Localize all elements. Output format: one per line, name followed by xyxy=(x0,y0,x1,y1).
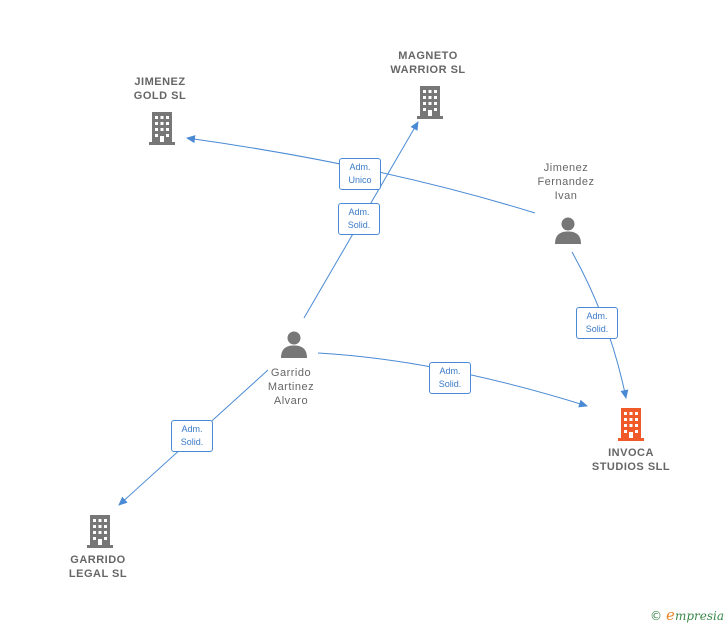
building-icon[interactable] xyxy=(85,513,115,549)
node-invoca-studios[interactable]: INVOCA STUDIOS SLL xyxy=(561,446,701,474)
edge-label-adm-solid[interactable]: Adm. Solid. xyxy=(171,420,213,452)
node-jimenez-gold[interactable]: JIMENEZ GOLD SL xyxy=(100,75,220,103)
node-garrido-legal[interactable]: GARRIDO LEGAL SL xyxy=(38,553,158,581)
node-label: Garrido Martinez Alvaro xyxy=(267,367,315,407)
node-label: GARRIDO LEGAL SL xyxy=(68,554,128,580)
edge-label-adm-solid[interactable]: Adm. Solid. xyxy=(338,203,380,235)
footer-brand[interactable]: ©empresia xyxy=(650,606,724,624)
brand-initial: e xyxy=(666,606,675,624)
building-icon[interactable] xyxy=(415,84,445,120)
node-garrido-martinez-alvaro[interactable]: Garrido Martinez Alvaro xyxy=(231,366,351,408)
node-label: INVOCA STUDIOS SLL xyxy=(591,447,671,473)
node-label: MAGNETO WARRIOR SL xyxy=(390,50,466,76)
node-jimenez-fernandez-ivan[interactable]: Jimenez Fernandez Ivan xyxy=(506,161,626,203)
person-icon[interactable] xyxy=(553,215,583,245)
edge-label-adm-unico[interactable]: Adm. Unico xyxy=(339,158,381,190)
brand-name: mpresia xyxy=(674,609,724,623)
building-icon[interactable] xyxy=(616,406,646,442)
building-icon[interactable] xyxy=(147,110,177,146)
person-icon[interactable] xyxy=(279,329,309,359)
copyright-symbol: © xyxy=(650,609,663,623)
node-label: JIMENEZ GOLD SL xyxy=(133,76,187,102)
node-label: Jimenez Fernandez Ivan xyxy=(537,162,595,202)
node-magneto-warrior[interactable]: MAGNETO WARRIOR SL xyxy=(368,49,488,77)
edge-label-adm-solid[interactable]: Adm. Solid. xyxy=(429,362,471,394)
edge-label-adm-solid[interactable]: Adm. Solid. xyxy=(576,307,618,339)
